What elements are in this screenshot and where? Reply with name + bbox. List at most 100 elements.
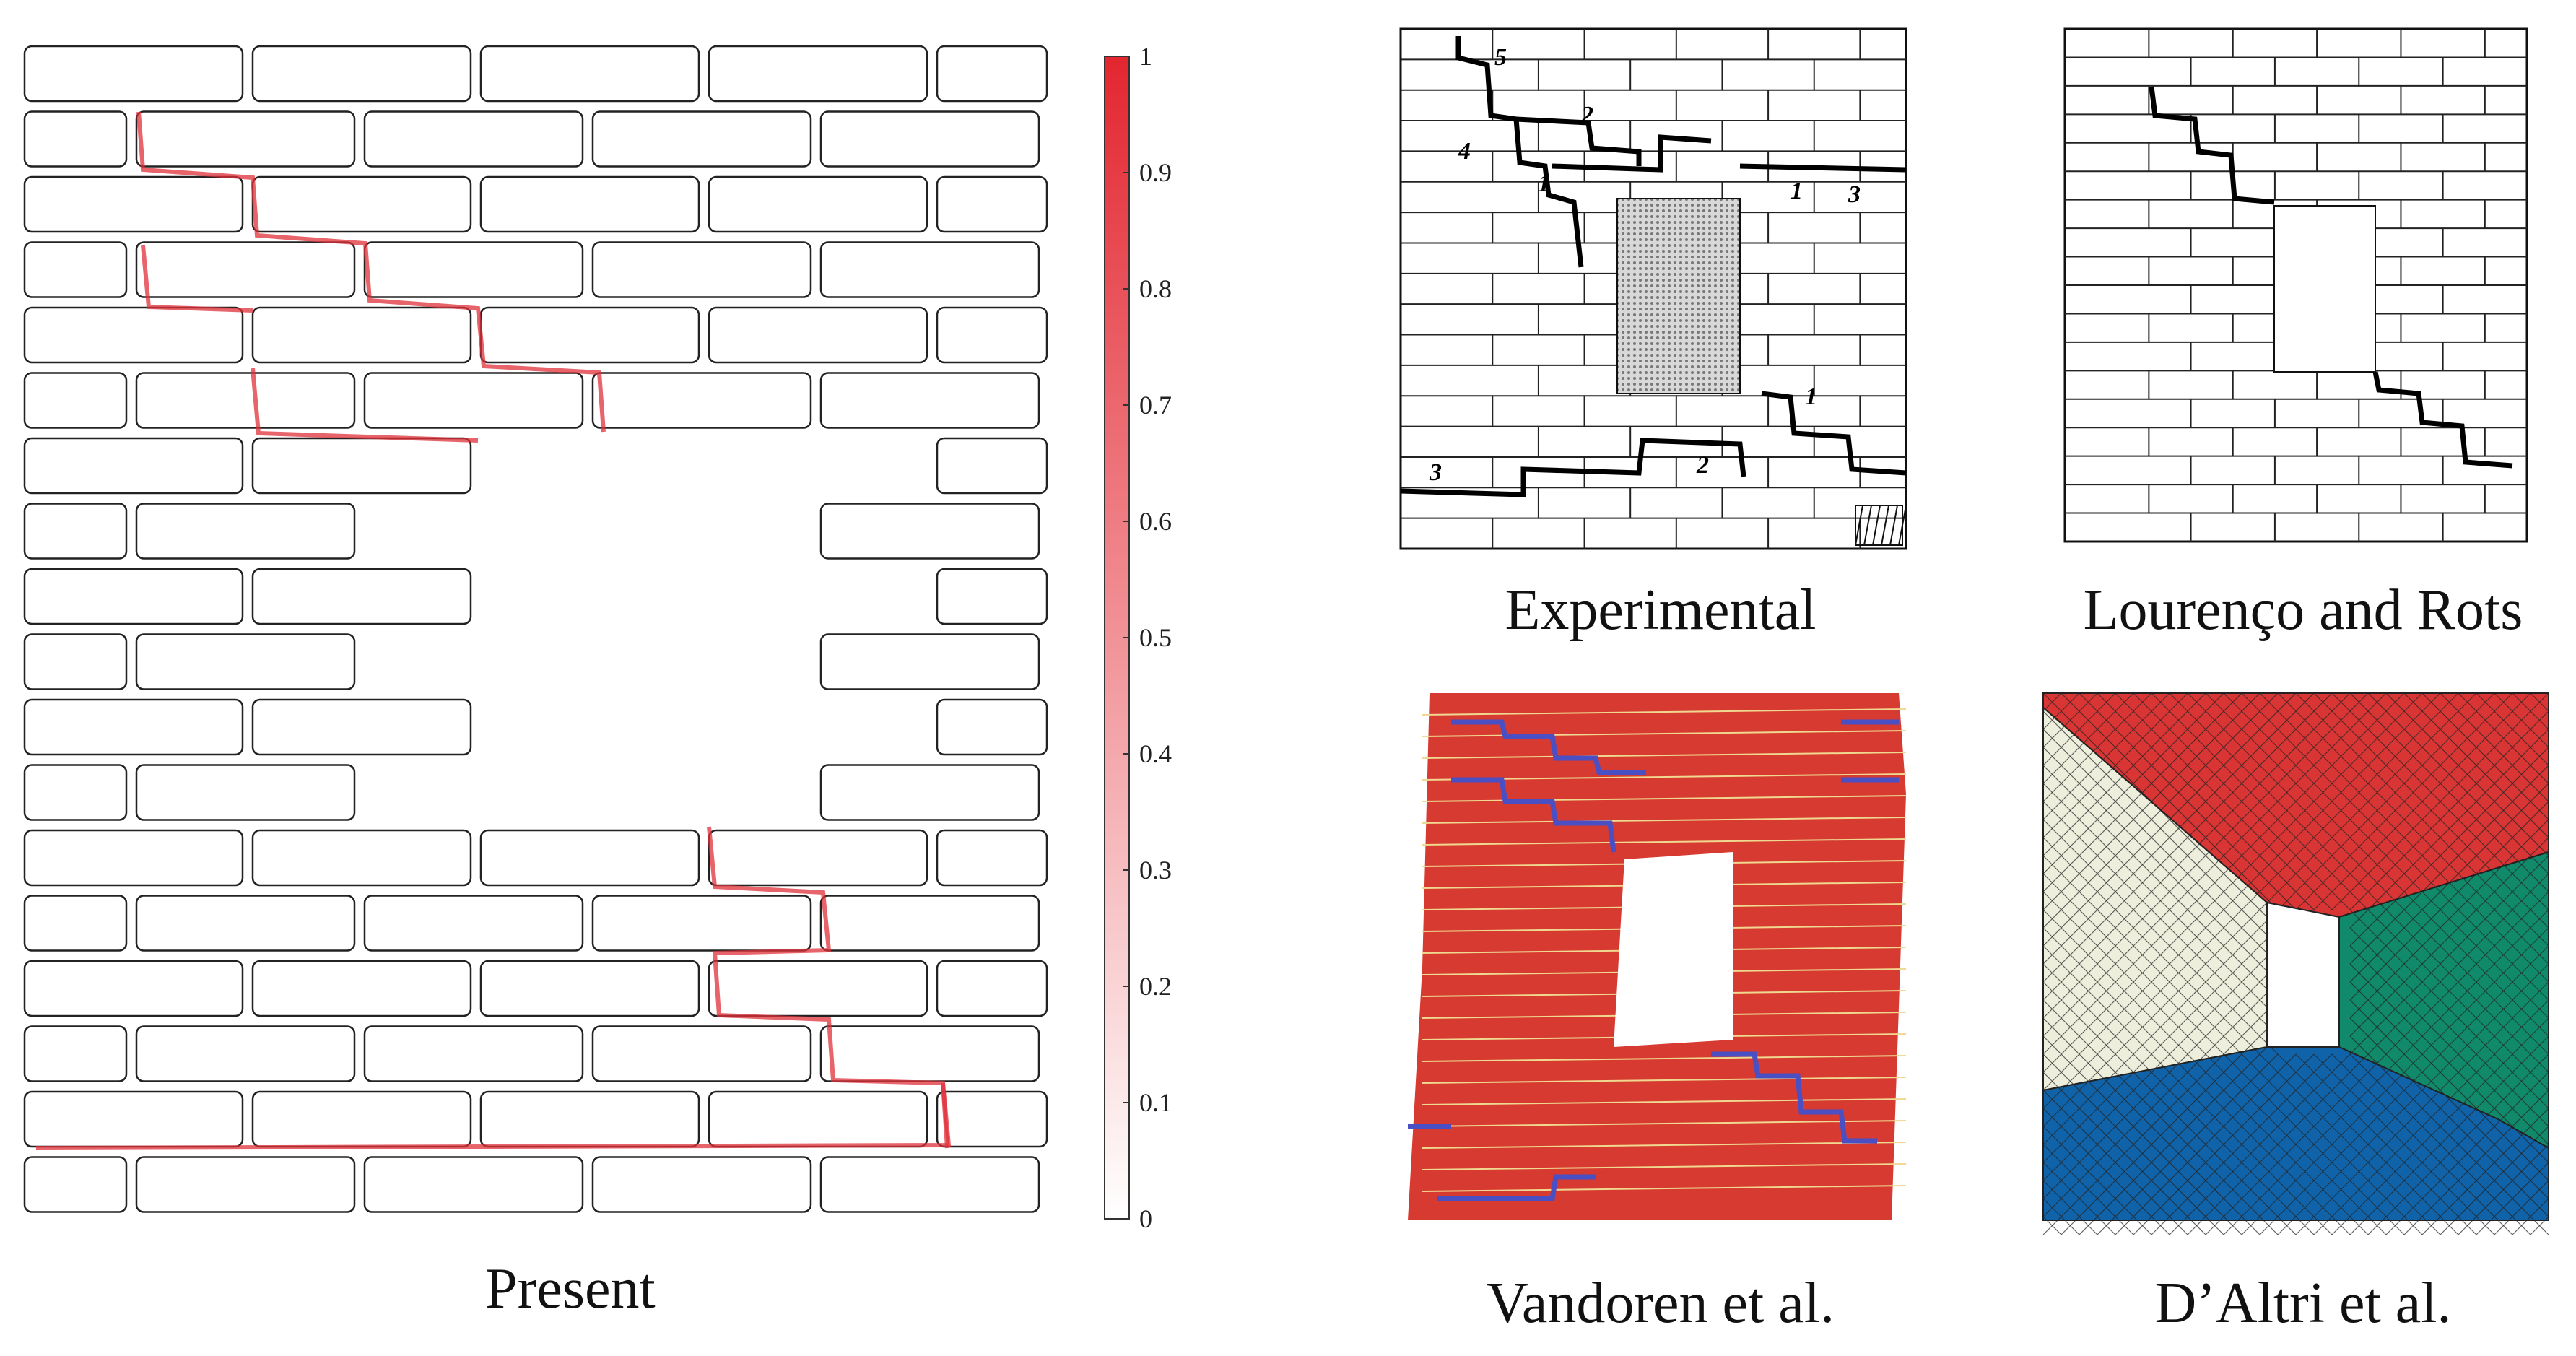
mesh-edge [2061,1144,2080,1163]
mesh-edge [2458,837,2477,856]
mesh-edge [2223,999,2242,1019]
mesh-edge [2241,873,2260,892]
mesh-edge [2241,1090,2260,1109]
mesh-edge [2133,1035,2152,1055]
mesh-edge [2512,1180,2531,1199]
hatch-line [1881,505,1889,546]
mesh-edge [2115,729,2134,748]
mesh-edge [2421,927,2441,947]
mesh-edge [2385,891,2405,910]
mesh-edge [2494,945,2513,965]
mesh-edge [2133,999,2152,1019]
colorbar-tick-label: 0.5 [1139,623,1172,652]
mesh-edge [2097,1072,2116,1091]
mesh-edge [2187,1053,2206,1073]
mesh-edge [2313,1162,2333,1181]
mesh-edge [2476,909,2495,929]
mesh-edge [2476,873,2495,892]
brick [363,110,584,168]
brick [591,1025,812,1082]
mesh-edge [2169,855,2188,874]
mesh-edge [2259,801,2279,820]
mesh-edge [2042,909,2062,929]
mesh-edge [2223,819,2242,838]
mesh-edge [2295,1053,2315,1073]
mesh-edge [2295,1126,2315,1145]
mesh-edge [2494,747,2513,766]
mesh-edge [2061,1017,2080,1037]
mesh-edge [2205,1108,2224,1127]
mesh-edge [2205,1035,2224,1055]
mesh-edge [2079,1108,2098,1127]
mesh-edge [2133,855,2152,874]
colorbar-tick-label: 0.7 [1139,391,1172,420]
mesh-edge [2133,981,2152,1001]
brick [135,241,356,298]
mesh-edge [2331,1108,2351,1127]
mesh-edge [2367,1035,2387,1055]
mesh-edge [2349,783,2369,802]
mesh-edge [2223,855,2242,874]
brick [251,960,472,1017]
mesh-edge [2530,1090,2549,1109]
mesh-edge [2241,729,2260,748]
mesh-edge [2042,837,2062,856]
crack-label: 3 [1848,181,1861,208]
mortar-joint [1422,708,1907,716]
mesh-edge [2061,1198,2080,1217]
mesh-edge [2367,981,2387,1001]
mesh-edge [2476,1108,2495,1127]
brick [936,437,1048,495]
mesh-edge [2476,981,2495,1001]
mesh-edge [2349,873,2369,892]
mesh-edge [2061,819,2080,838]
mesh-edge [2241,710,2260,730]
mesh-edge [2385,710,2405,730]
brick [23,698,244,756]
mesh-edge [2494,855,2513,874]
mesh-edge [2169,710,2188,730]
mesh-edge [2295,1180,2315,1199]
crack-line [1761,391,1907,476]
mesh-edge [2295,855,2315,874]
mesh-edge [2476,819,2495,838]
mesh-edge [2277,819,2297,838]
mesh-edge [2277,1072,2297,1091]
mesh-edge [2169,765,2188,784]
mesh-edge [2349,1198,2369,1217]
mesh-edge [2313,1108,2333,1127]
mesh-edge [2295,1144,2315,1163]
mesh-edge [2421,692,2441,712]
mesh-edge [2079,765,2098,784]
mesh-edge [2223,729,2242,748]
mesh-edge [2115,710,2134,730]
mesh-edge [2187,999,2206,1019]
mesh-edge [2151,927,2170,947]
mesh-edge [2476,1162,2495,1181]
mesh-edge [2115,1035,2134,1055]
mesh-edge [2530,1216,2549,1235]
mesh-edge [2223,1108,2242,1127]
mesh-edge [2151,855,2170,874]
mesh-edge [2530,765,2549,784]
mesh-edge [2151,1198,2170,1217]
brick [708,960,928,1017]
mesh-edge [2440,1072,2459,1091]
mesh-edge [2042,765,2062,784]
brick [591,1156,812,1213]
brick [135,895,356,952]
mesh-edge [2169,837,2188,856]
mesh-edge [2097,765,2116,784]
mesh-edge [2042,1180,2062,1199]
mesh-lines [2042,692,2549,1235]
mesh-edge [2385,981,2405,1001]
crack-path [136,111,606,433]
mesh-edge [2458,945,2477,965]
mesh-edge [2115,801,2134,820]
crack-line [2149,86,2275,205]
mesh-edge [2042,891,2062,910]
mesh-edge [2295,801,2315,820]
mesh-edge [2313,873,2333,892]
mesh-edge [2169,1144,2188,1163]
mesh-edge [2223,873,2242,892]
